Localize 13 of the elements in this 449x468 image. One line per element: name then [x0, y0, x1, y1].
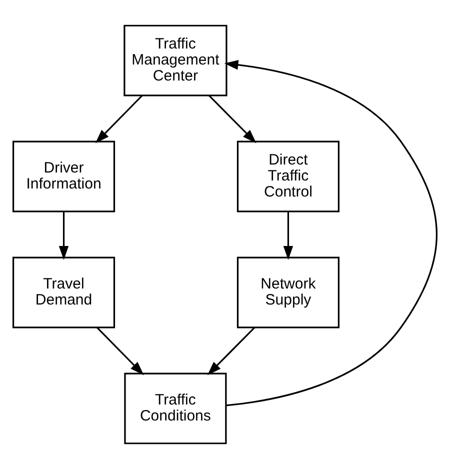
arrow	[96, 326, 144, 375]
arrow	[206, 326, 255, 375]
node-box: Network Supply	[236, 256, 339, 328]
node-box: Driver Information	[12, 140, 115, 212]
arrow	[282, 210, 293, 260]
arrow	[224, 59, 437, 406]
arrow	[58, 210, 68, 260]
node-box: Traffic Conditions	[124, 372, 226, 444]
arrow	[208, 94, 256, 143]
arrow	[94, 94, 142, 143]
node-box: Traffic Management Center	[123, 24, 227, 96]
node-box: Direct Traffic Control	[236, 140, 339, 212]
node-box: Travel Demand	[12, 256, 115, 328]
